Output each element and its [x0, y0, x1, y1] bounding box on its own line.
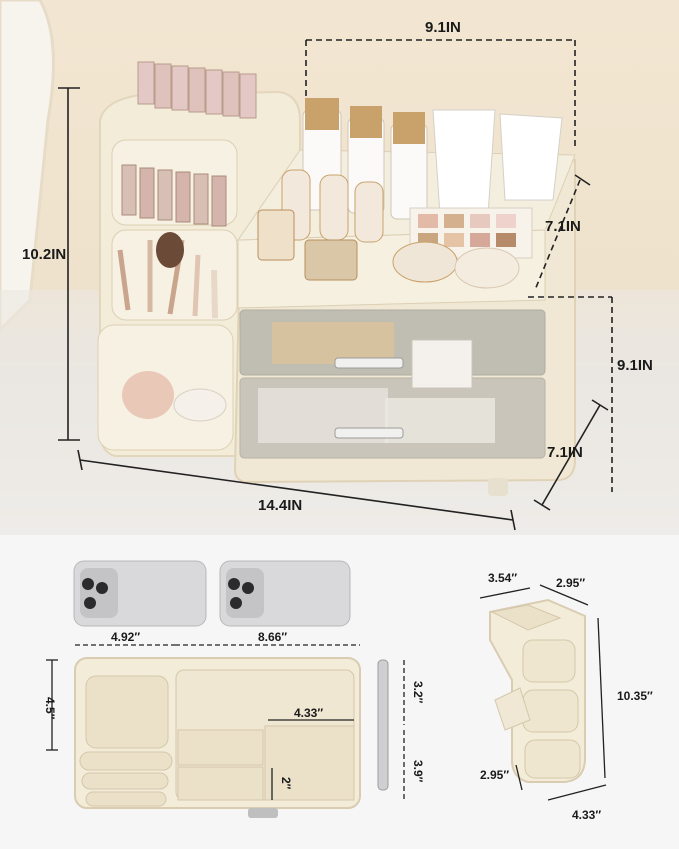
mirror-frame	[0, 0, 55, 333]
left-section-width-label: 4.92″	[111, 630, 141, 644]
right-lower-depth-label: 3.9″	[411, 760, 425, 783]
depth-lower-label: 7.1IN	[547, 444, 583, 461]
lipsticks-top	[137, 61, 257, 119]
phone-side-reference	[377, 659, 389, 791]
compartment-c	[264, 725, 355, 801]
slot-row-2	[81, 772, 169, 790]
detail-dimension-lines	[46, 644, 405, 800]
upper-drawer-handle	[334, 357, 404, 369]
left-depth-label: 4.5″	[43, 697, 57, 720]
small-divider-label: 2″	[279, 777, 293, 790]
eyeshadow-palette	[409, 207, 533, 259]
top-width-label: 9.1IN	[425, 19, 461, 36]
lower-drawer-handle	[334, 427, 404, 439]
right-height-label: 9.1IN	[617, 357, 653, 374]
powder-puff	[173, 388, 227, 422]
left-height-label: 10.2IN	[22, 246, 67, 263]
holder-top-width-label: 3.54″	[488, 571, 518, 585]
holder-base-width-label: 4.33″	[572, 808, 602, 822]
holder-height-label: 10.35″	[617, 689, 653, 703]
main-dimension-lines	[58, 39, 613, 531]
drawer-contents	[258, 322, 495, 443]
bottom-width-label: 14.4IN	[258, 497, 303, 514]
left-square-slot	[85, 675, 169, 749]
holder-base-depth-label: 2.95″	[480, 768, 510, 782]
organizer-foot	[488, 478, 508, 496]
compartment-b	[177, 766, 264, 801]
beauty-sponge	[122, 371, 174, 419]
right-upper-depth-label: 3.2″	[411, 681, 425, 704]
compact-white	[454, 247, 520, 289]
slot-row-1	[79, 751, 173, 771]
skincare-bottles	[257, 98, 563, 281]
right-section-width-label: 8.66″	[258, 630, 288, 644]
compartment-a	[177, 729, 264, 766]
slot-row-3	[85, 791, 167, 807]
inner-compartment-label: 4.33″	[294, 706, 324, 720]
makeup-brushes	[117, 232, 218, 319]
drawer-pull-top-view	[248, 808, 278, 818]
holder-dimension-lines	[479, 584, 607, 801]
holder-top-depth-label: 2.95″	[556, 576, 586, 590]
depth-upper-label: 7.1IN	[545, 218, 581, 235]
lipsticks-middle	[121, 164, 227, 227]
